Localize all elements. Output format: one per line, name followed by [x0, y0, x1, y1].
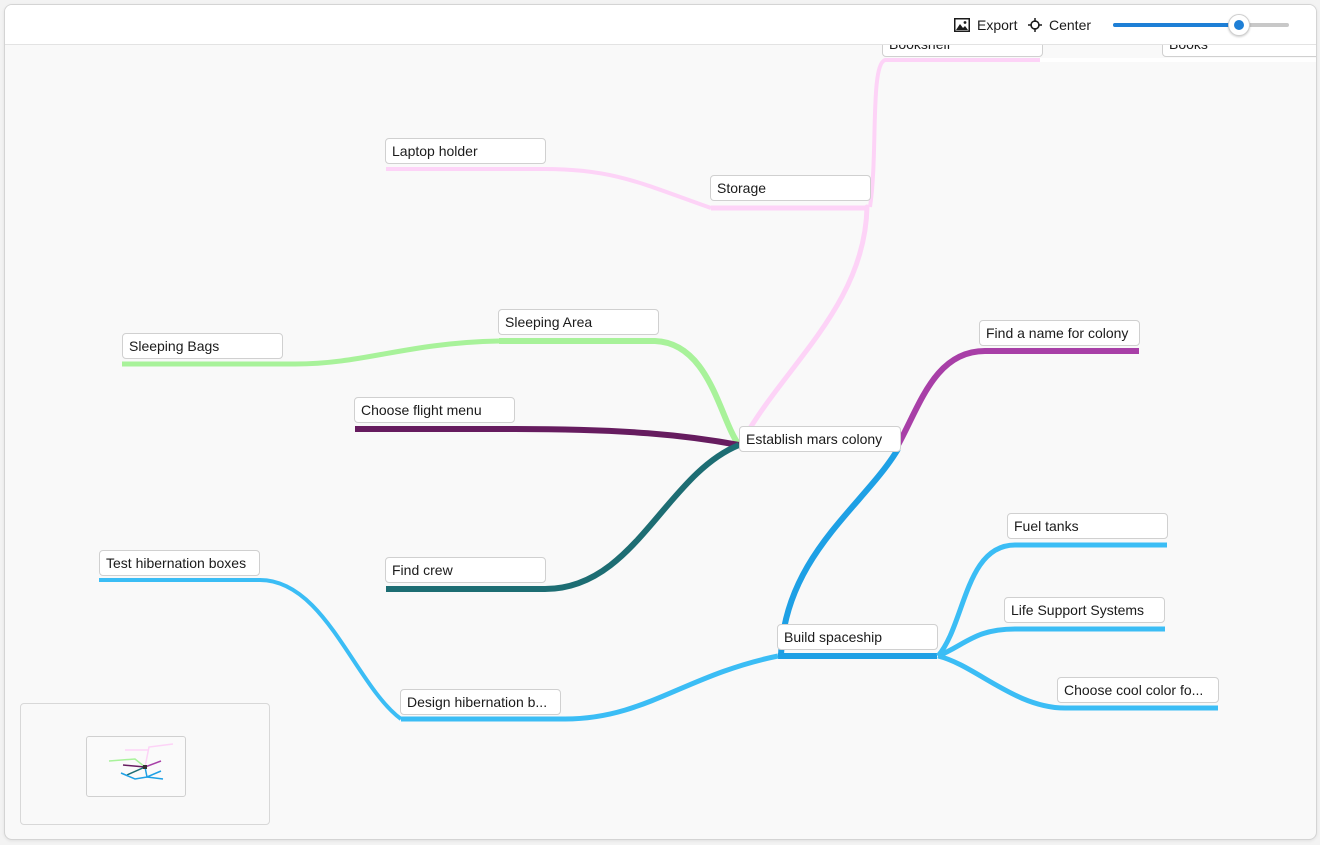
node-design-hibernation[interactable]: Design hibernation b... [400, 689, 561, 715]
mindmap-window: Bookshelf Books Laptop holder Storage Sl… [4, 4, 1317, 840]
link-build-fuel [936, 542, 1167, 658]
zoom-slider-thumb[interactable] [1227, 14, 1250, 36]
export-label: Export [977, 16, 1018, 33]
node-build-spaceship[interactable]: Build spaceship [777, 624, 938, 650]
zoom-slider[interactable] [1113, 14, 1289, 36]
link-root-build-spaceship [778, 447, 901, 656]
minimap-viewport[interactable] [86, 736, 186, 797]
center-button[interactable]: Center [1028, 5, 1091, 44]
minimap[interactable] [20, 703, 270, 825]
link-root-find-crew [386, 442, 741, 592]
link-storage-bookshelf [868, 58, 1040, 208]
mindmap-links [99, 58, 1316, 722]
node-laptop-holder[interactable]: Laptop holder [385, 138, 546, 164]
node-root[interactable]: Establish mars colony [739, 426, 901, 452]
link-root-flight-menu [355, 426, 740, 448]
minimap-preview [108, 743, 174, 780]
image-icon [954, 17, 970, 32]
link-root-sleeping-area [499, 338, 742, 447]
link-build-cool-color [937, 653, 1218, 711]
node-sleeping-bags[interactable]: Sleeping Bags [122, 333, 283, 359]
node-find-name[interactable]: Find a name for colony [979, 320, 1140, 346]
center-label: Center [1049, 16, 1092, 33]
link-root-storage [740, 204, 870, 443]
node-cool-color[interactable]: Choose cool color fo... [1057, 677, 1219, 703]
node-flight-menu[interactable]: Choose flight menu [354, 397, 515, 423]
node-fuel-tanks[interactable]: Fuel tanks [1007, 513, 1168, 539]
zoom-slider-fill [1113, 23, 1238, 27]
link-storage-laptop [386, 167, 712, 210]
node-storage[interactable]: Storage [710, 175, 871, 201]
export-button[interactable]: Export [954, 5, 1017, 44]
link-build-design-hibernation [401, 653, 779, 722]
link-design-test-hibernation [99, 578, 403, 721]
node-sleeping-area[interactable]: Sleeping Area [498, 309, 659, 335]
toolbar: Export Center [5, 5, 1316, 45]
crosshair-icon [1028, 17, 1042, 32]
node-life-support[interactable]: Life Support Systems [1004, 597, 1165, 623]
node-test-hibernation[interactable]: Test hibernation boxes [99, 550, 260, 576]
node-find-crew[interactable]: Find crew [385, 557, 546, 583]
link-sleeping-bags [122, 338, 500, 367]
link-build-life-support [937, 626, 1165, 659]
link-root-find-name [895, 348, 1139, 447]
